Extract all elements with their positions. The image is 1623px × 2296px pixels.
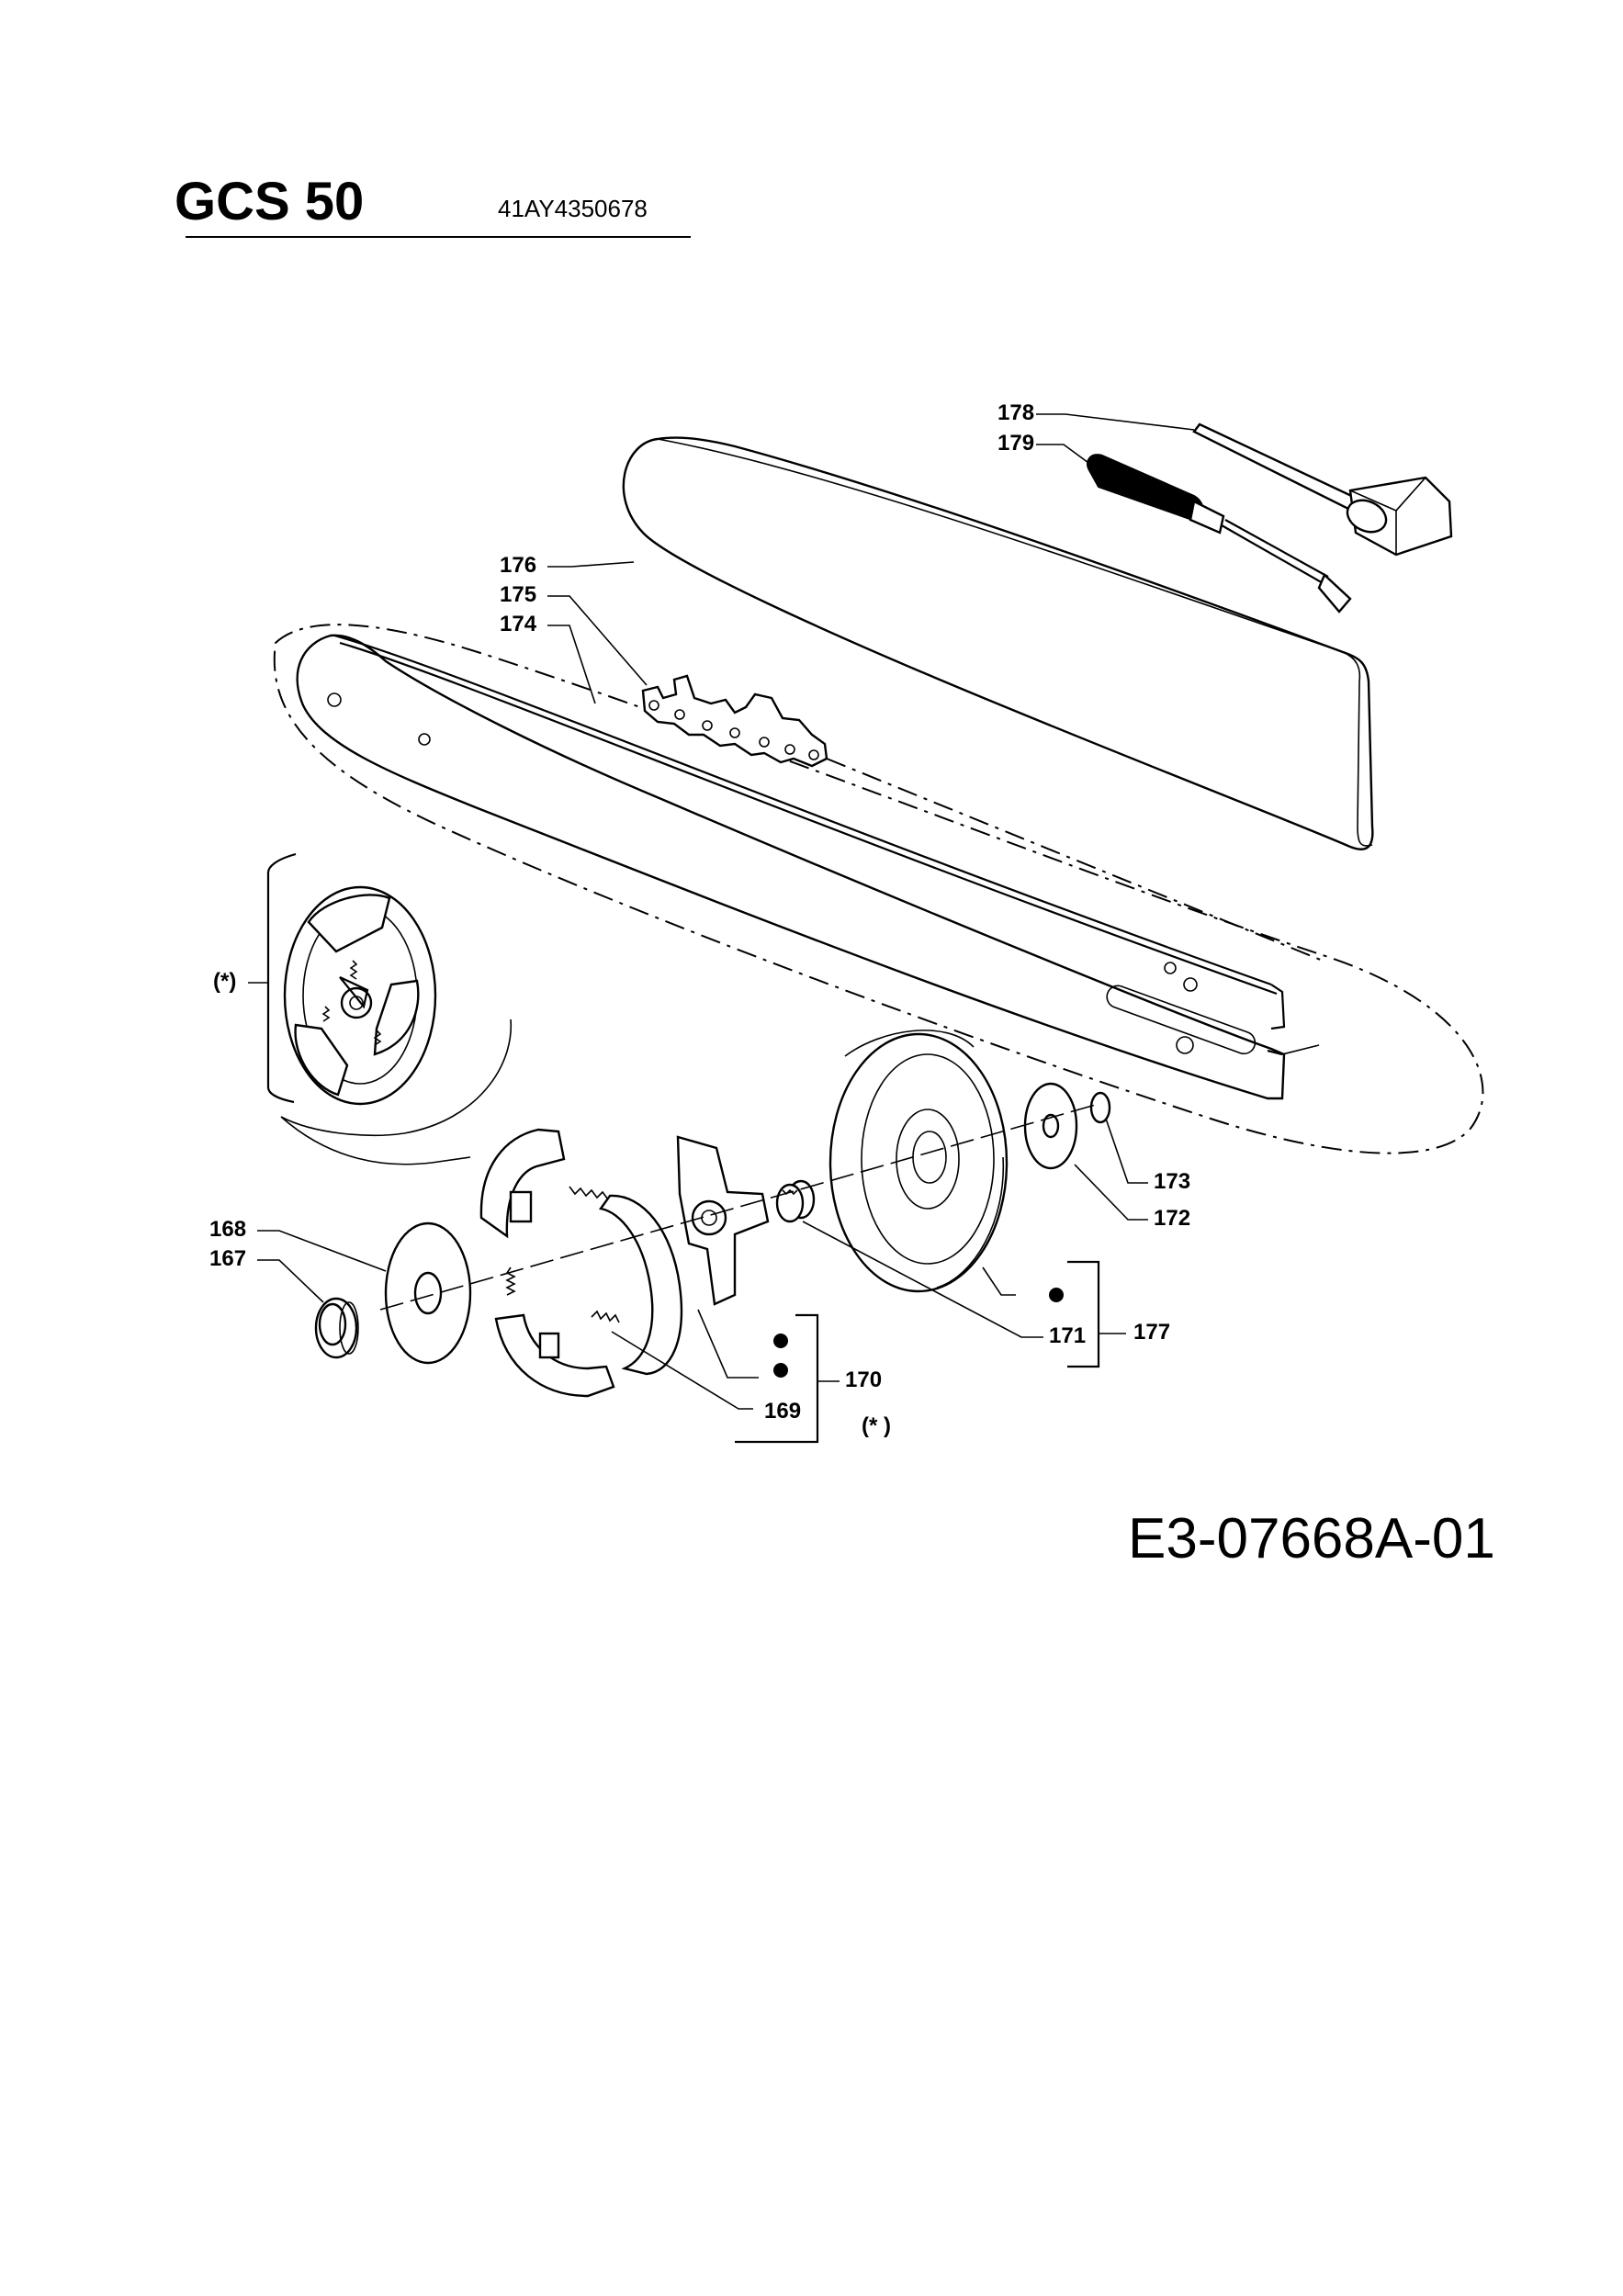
callout-167: 167 [209, 1246, 246, 1271]
clutch-shoe-icon [479, 1128, 615, 1398]
callout-171: 171 [1049, 1323, 1086, 1348]
screwdriver-icon [1086, 454, 1352, 613]
callout-169: 169 [764, 1399, 801, 1424]
washer-icon [1023, 1082, 1078, 1170]
bullet-dot-icon [773, 1363, 788, 1378]
detail-marker: (*) [213, 969, 236, 994]
callout-177: 177 [1133, 1320, 1170, 1345]
callout-170: 170 [845, 1367, 882, 1392]
bullet-dot-icon [773, 1334, 788, 1348]
callout-179: 179 [997, 431, 1034, 456]
model-number: 41AY4350678 [498, 195, 648, 222]
callout-172: 172 [1154, 1206, 1190, 1231]
bar-cover-icon [622, 436, 1374, 850]
bracket-177 [1067, 1260, 1100, 1368]
washer-icon [384, 1221, 472, 1365]
detail-note: (* ) [862, 1413, 891, 1438]
callout-168: 168 [209, 1217, 246, 1242]
clutch-carrier-icon [598, 1135, 770, 1376]
callout-174: 174 [500, 612, 537, 636]
clutch-drum-icon [828, 1030, 1009, 1293]
circlip-icon [1089, 1091, 1111, 1124]
assembly-outline [273, 624, 1484, 1154]
bullet-dot-icon [1049, 1288, 1064, 1302]
title-underline [186, 236, 691, 238]
callout-176: 176 [500, 553, 536, 578]
leader-lines [248, 413, 1195, 1410]
saw-chain-icon [641, 674, 828, 768]
guide-bar-icon [296, 634, 1320, 1100]
clutch-assembly-icon [266, 852, 513, 1165]
spark-plug-wrench-icon [1192, 422, 1453, 557]
page-title: GCS 50 [175, 172, 365, 231]
bushing-icon [314, 1297, 359, 1359]
chain-centerline [826, 758, 1324, 962]
drawing-code: E3-07668A-01 [1128, 1507, 1495, 1570]
callout-175: 175 [500, 582, 536, 607]
bracket-170 [735, 1313, 819, 1444]
callout-178: 178 [997, 400, 1034, 425]
callout-173: 173 [1154, 1169, 1190, 1194]
